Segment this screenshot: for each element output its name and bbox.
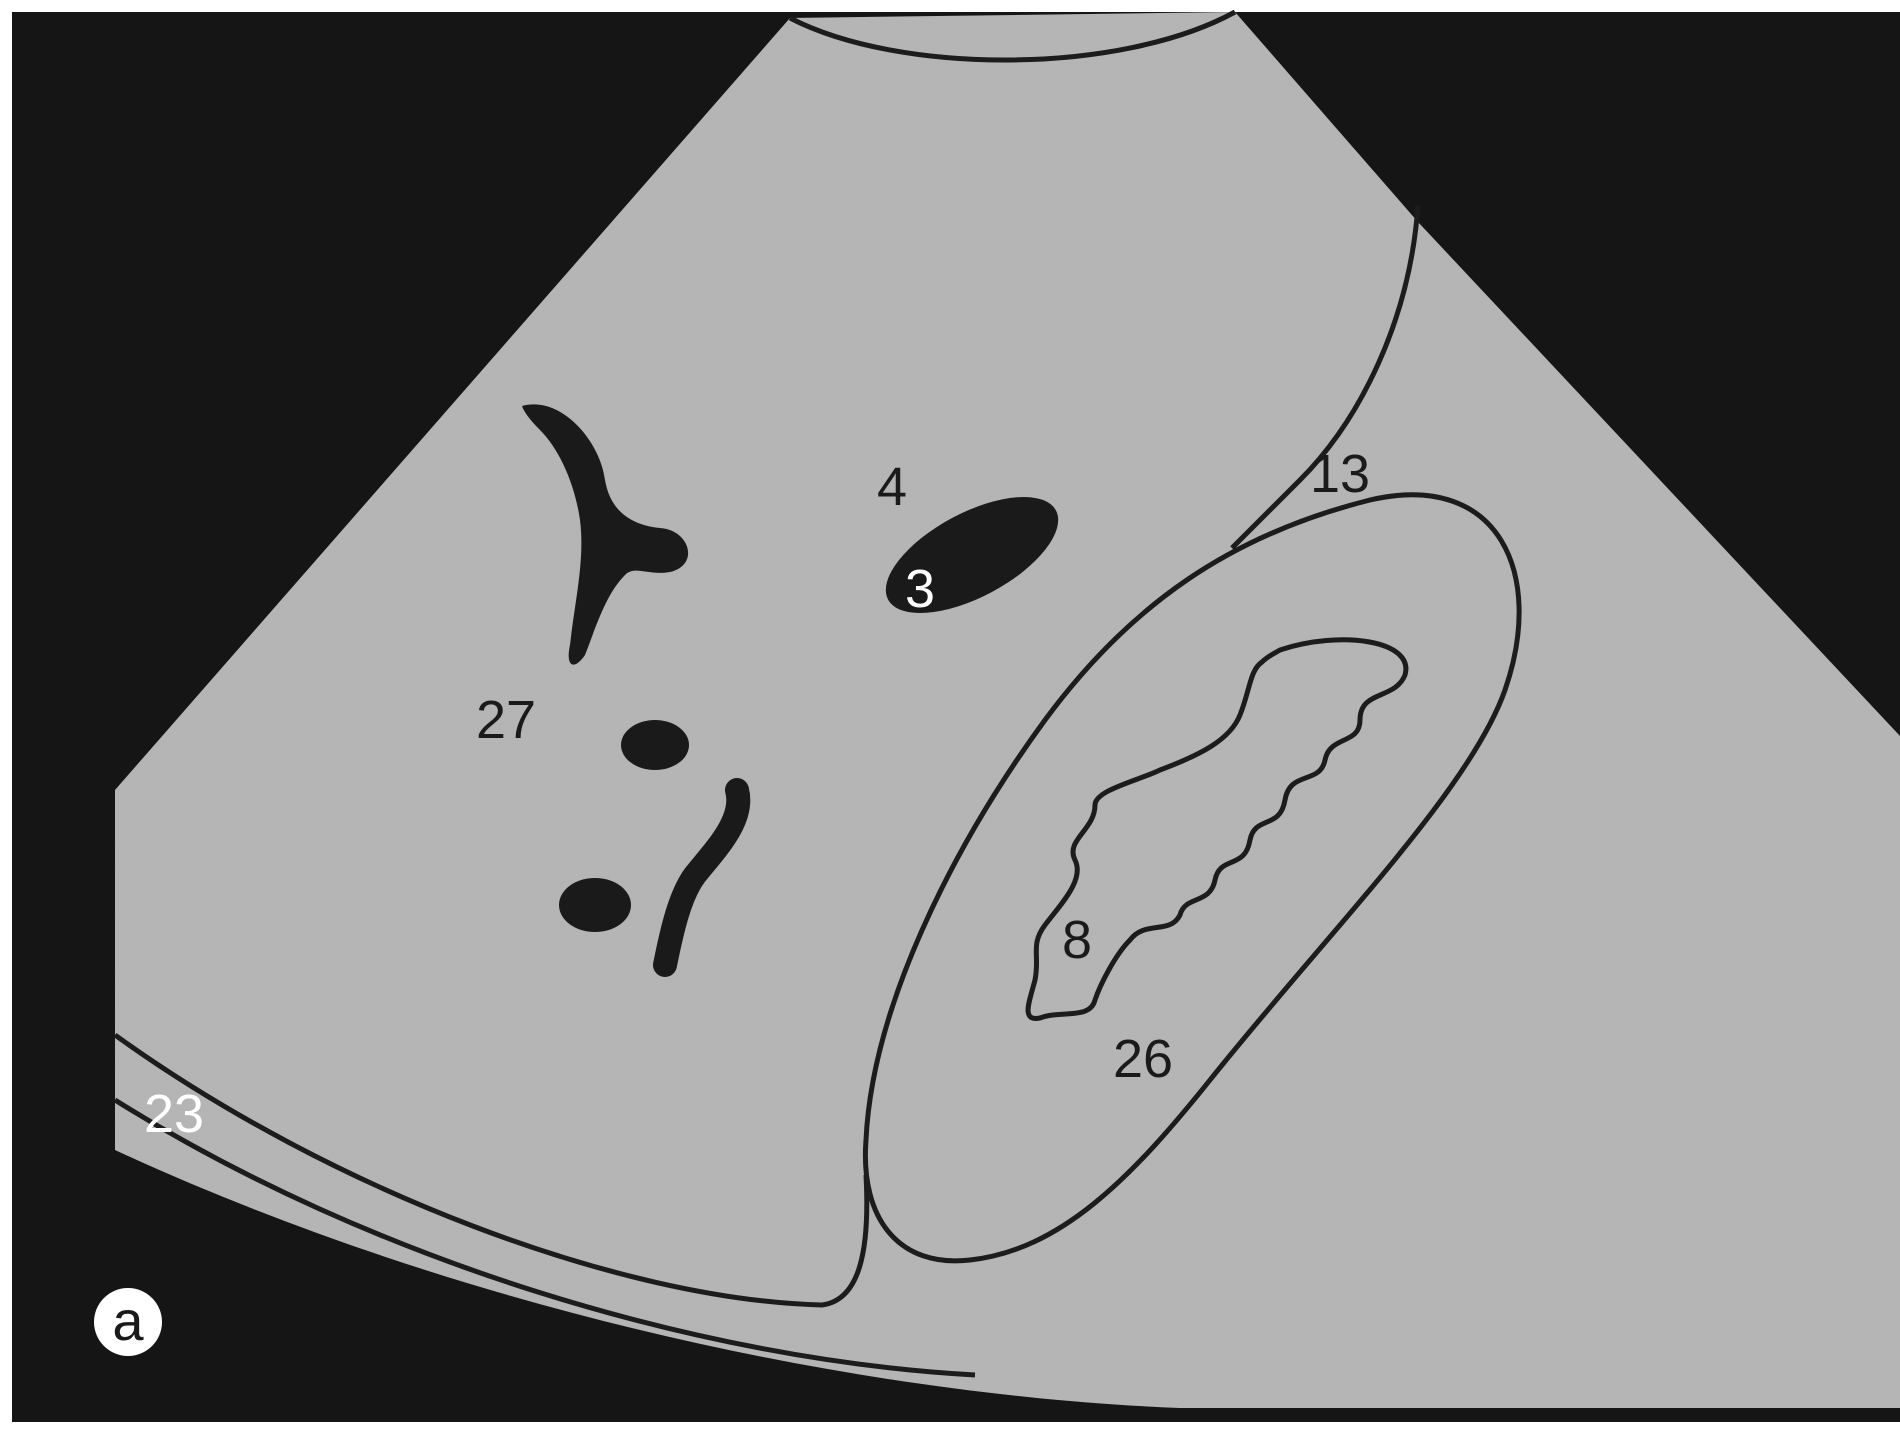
label-27: 27 — [476, 690, 536, 750]
label-8: 8 — [1062, 910, 1092, 970]
panel-letter: a — [112, 1289, 144, 1352]
label-4: 4 — [877, 457, 907, 517]
label-3: 3 — [905, 559, 935, 619]
dark-oval-middle — [621, 720, 689, 770]
label-26: 26 — [1113, 1029, 1173, 1089]
label-13: 13 — [1310, 444, 1370, 504]
dark-oval-lower — [559, 878, 631, 932]
label-23: 23 — [144, 1084, 204, 1144]
